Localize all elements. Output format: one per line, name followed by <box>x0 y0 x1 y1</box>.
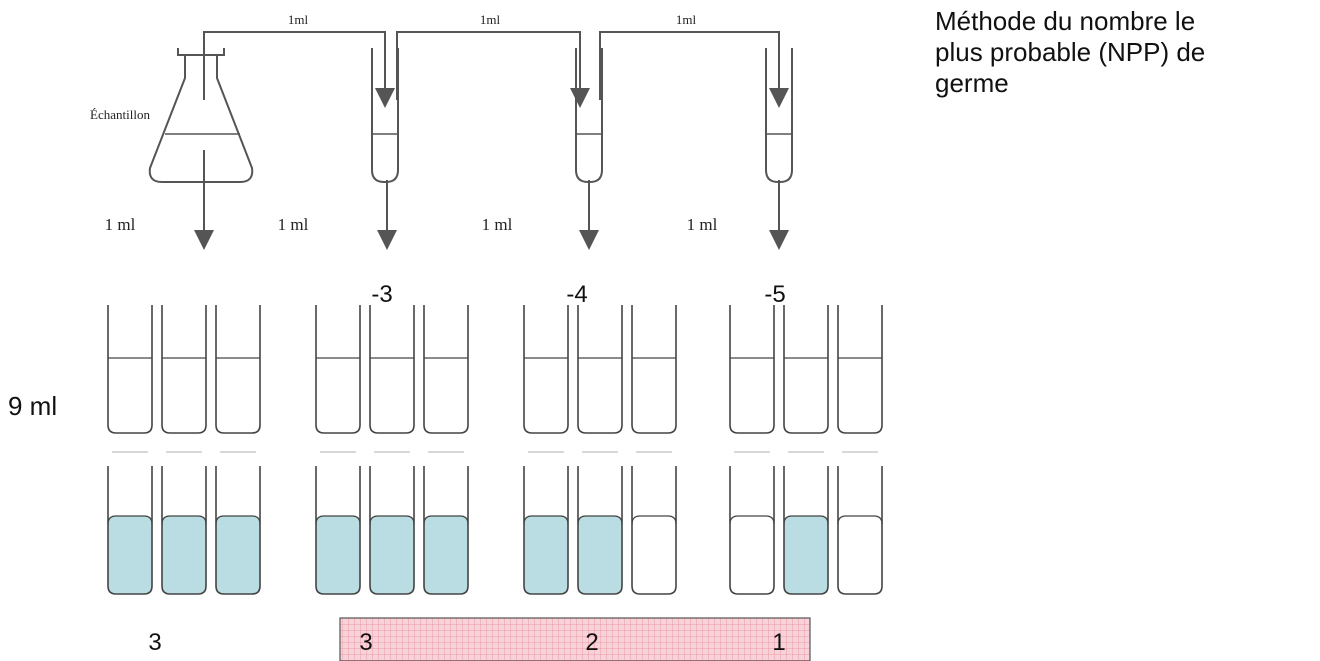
transfer-label: 1ml <box>288 12 309 27</box>
transfer-label: 1ml <box>480 12 501 27</box>
broth-tube <box>837 305 883 434</box>
sample-flask <box>148 48 254 183</box>
broth-tube <box>729 305 775 434</box>
broth-tube <box>107 305 153 434</box>
positive-tube <box>369 466 415 595</box>
liquid-level <box>523 515 569 525</box>
broth-tube <box>523 305 569 434</box>
liquid-level <box>423 515 469 525</box>
negative-tube <box>837 466 883 595</box>
liquid-level <box>631 515 677 525</box>
volume-label: 9 ml <box>8 391 57 421</box>
result-band <box>339 617 811 661</box>
positive-count: 2 <box>585 629 598 656</box>
tube-rows <box>107 305 883 595</box>
dilution-label: -4 <box>566 281 587 308</box>
negative-tube <box>631 466 677 595</box>
positive-tube <box>161 466 207 595</box>
title-line-2: plus probable (NPP) de <box>935 37 1206 67</box>
liquid-level <box>783 515 829 525</box>
positive-tube <box>315 466 361 595</box>
liquid-level <box>107 515 153 525</box>
positive-fill <box>370 516 414 594</box>
broth-tube <box>315 305 361 434</box>
transfer-label: 1ml <box>676 12 697 27</box>
liquid-level <box>729 515 775 525</box>
title-line-1: Méthode du nombre le <box>935 6 1196 36</box>
transfer-pipe <box>396 31 590 108</box>
dilution-tube <box>371 48 399 183</box>
broth-tube <box>215 305 261 434</box>
transfer-pipe <box>599 31 789 108</box>
broth-tube <box>631 305 677 434</box>
positive-count: 1 <box>772 629 785 656</box>
liquid-level <box>215 515 261 525</box>
broth-tube <box>577 305 623 434</box>
positive-fill <box>162 516 206 594</box>
broth-tube <box>783 305 829 434</box>
result-counts: 3 3 2 1 <box>148 617 811 661</box>
positive-fill <box>524 516 568 594</box>
positive-tube <box>215 466 261 595</box>
positive-tube <box>783 466 829 595</box>
broth-tube <box>423 305 469 434</box>
positive-fill <box>216 516 260 594</box>
liquid-level <box>577 515 623 525</box>
broth-tube <box>369 305 415 434</box>
positive-fill <box>784 516 828 594</box>
negative-tube <box>729 466 775 595</box>
liquid-level <box>161 515 207 525</box>
positive-fill <box>424 516 468 594</box>
inoculum-label: 1 ml <box>482 215 513 234</box>
positive-tube <box>523 466 569 595</box>
positive-fill <box>108 516 152 594</box>
inoculum-label: 1 ml <box>278 215 309 234</box>
liquid-level <box>315 515 361 525</box>
sample-label: Échantillon <box>90 107 150 122</box>
inoculum-label: 1 ml <box>105 215 136 234</box>
page-title: Méthode du nombre le plus probable (NPP)… <box>935 6 1315 99</box>
title-line-3: germe <box>935 68 1009 98</box>
broth-tube <box>161 305 207 434</box>
positive-fill <box>316 516 360 594</box>
positive-fill <box>578 516 622 594</box>
liquid-level <box>837 515 883 525</box>
positive-tube <box>423 466 469 595</box>
dilution-label: -3 <box>371 281 392 308</box>
transfer-pipe <box>203 31 395 108</box>
positive-count: 3 <box>359 629 372 656</box>
positive-count: 3 <box>148 629 161 656</box>
positive-tube <box>577 466 623 595</box>
liquid-level <box>369 515 415 525</box>
inoculum-label: 1 ml <box>687 215 718 234</box>
positive-tube <box>107 466 153 595</box>
dilution-label: -5 <box>764 281 785 308</box>
